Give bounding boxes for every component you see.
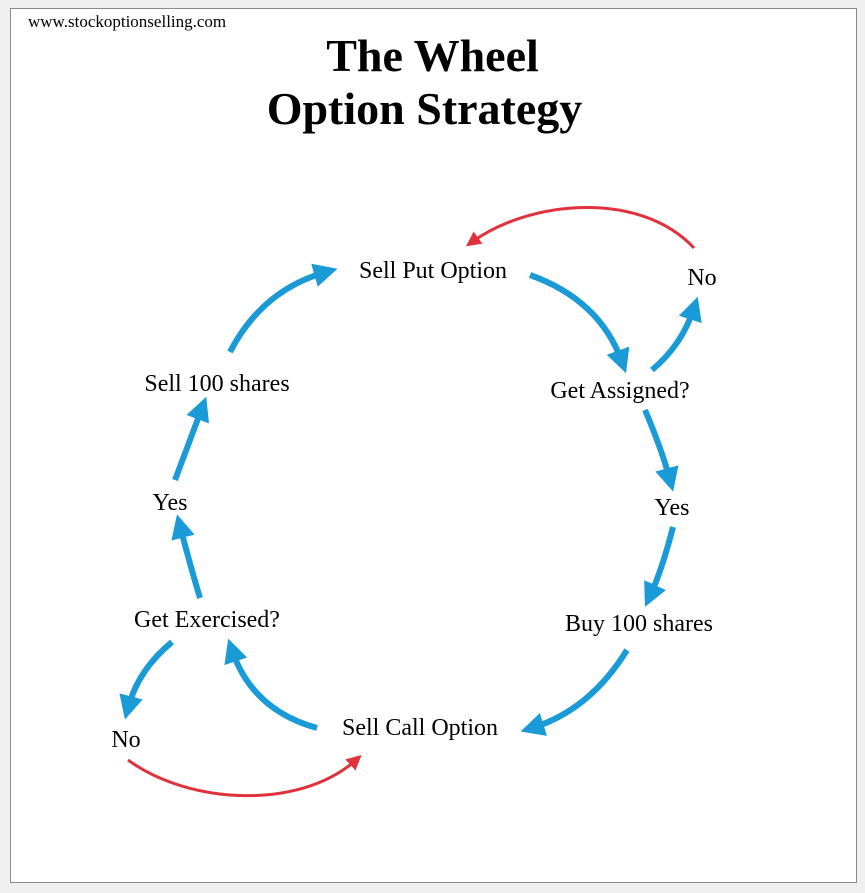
diagram-frame (10, 8, 857, 883)
node-get-assigned: Get Assigned? (550, 378, 690, 404)
node-yes-assigned: Yes (654, 495, 690, 521)
arrow-assigned-to-no (650, 296, 702, 373)
node-sell-put-option: Sell Put Option (358, 258, 508, 284)
arrow-assigned-to-yes (642, 408, 679, 492)
arrow-no-to-sellput (465, 206, 696, 250)
node-buy-100-shares: Buy 100 shares (565, 611, 713, 637)
arrow-sellcall-to-exercised (224, 638, 318, 731)
arrow-no-to-sellcall (127, 755, 362, 798)
node-sell-100-shares: Sell 100 shares (144, 371, 290, 397)
arrow-exercised-to-no (119, 639, 174, 720)
node-sell-call-option: Sell Call Option (342, 715, 498, 741)
arrow-buy-to-sellcall (520, 648, 630, 736)
title-line-2: Option Strategy (266, 83, 583, 134)
arrow-yes-to-buy (644, 526, 676, 607)
node-no-exercised: No (111, 727, 141, 753)
arrow-exercised-to-yes (171, 514, 203, 599)
node-get-exercised: Get Exercised? (134, 607, 280, 633)
node-no-assigned: No (687, 265, 717, 291)
title-line-1: The Wheel (326, 30, 539, 81)
arrow-sellput-to-assigned (528, 272, 630, 374)
arrow-sellshares-to-sellput (227, 263, 338, 354)
node-yes-exercised: Yes (152, 490, 188, 516)
site-url: www.stockoptionselling.com (28, 12, 227, 31)
arrow-yes-to-sellshares (172, 396, 209, 482)
